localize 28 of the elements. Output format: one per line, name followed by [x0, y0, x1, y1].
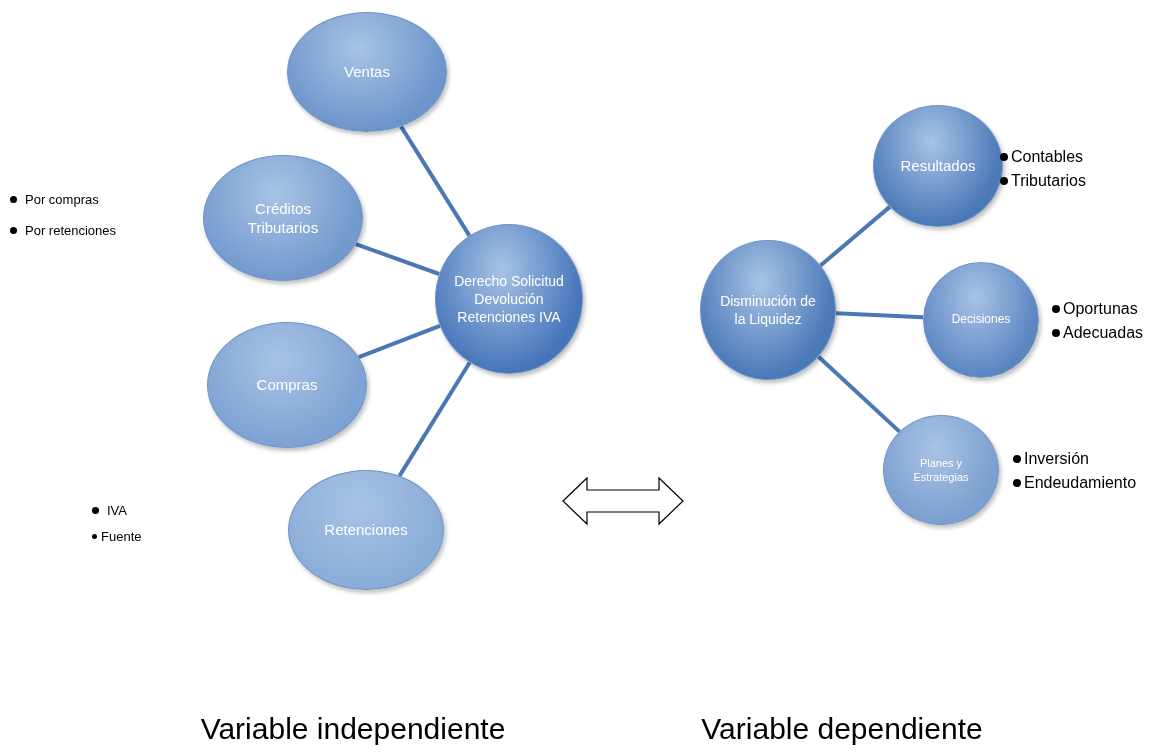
bullet-item: Oportunas — [1063, 299, 1138, 319]
section-caption: Variable independiente — [200, 712, 506, 746]
node-label: Ventas — [344, 62, 390, 82]
connector-line — [399, 125, 472, 237]
node-label: Compras — [256, 375, 318, 395]
connector-line — [397, 361, 472, 477]
bullet-item: Por compras — [25, 192, 99, 207]
section-caption: Variable dependiente — [701, 712, 983, 746]
connector-line — [835, 311, 924, 320]
bullet-item: Tributarios — [1011, 171, 1086, 191]
bullet-item: Contables — [1011, 147, 1084, 167]
node-label: Disminución de la Liquidez — [719, 291, 817, 329]
node-label: Créditos Tributarios — [246, 198, 320, 238]
bullet-item: Inversión — [1024, 449, 1089, 469]
bullet-item: Endeudamiento — [1024, 473, 1137, 493]
node-label: Derecho Solicitud Devolución Retenciones IVA — [453, 271, 565, 327]
connector-line — [819, 205, 892, 268]
connector-line — [358, 323, 441, 360]
bullet-item: IVA — [107, 503, 127, 518]
bullet-item: Por retenciones — [25, 223, 117, 238]
connector-line — [817, 355, 901, 434]
node-label: Decisiones — [951, 312, 1011, 328]
node-label: Resultados — [900, 156, 976, 176]
node-label: Planes y Estrategias — [912, 455, 970, 485]
bullet-item: Adecuadas — [1063, 323, 1144, 343]
connector-line — [355, 242, 440, 276]
node-label: Retenciones — [324, 520, 408, 540]
bullet-item: Fuente — [101, 529, 142, 544]
